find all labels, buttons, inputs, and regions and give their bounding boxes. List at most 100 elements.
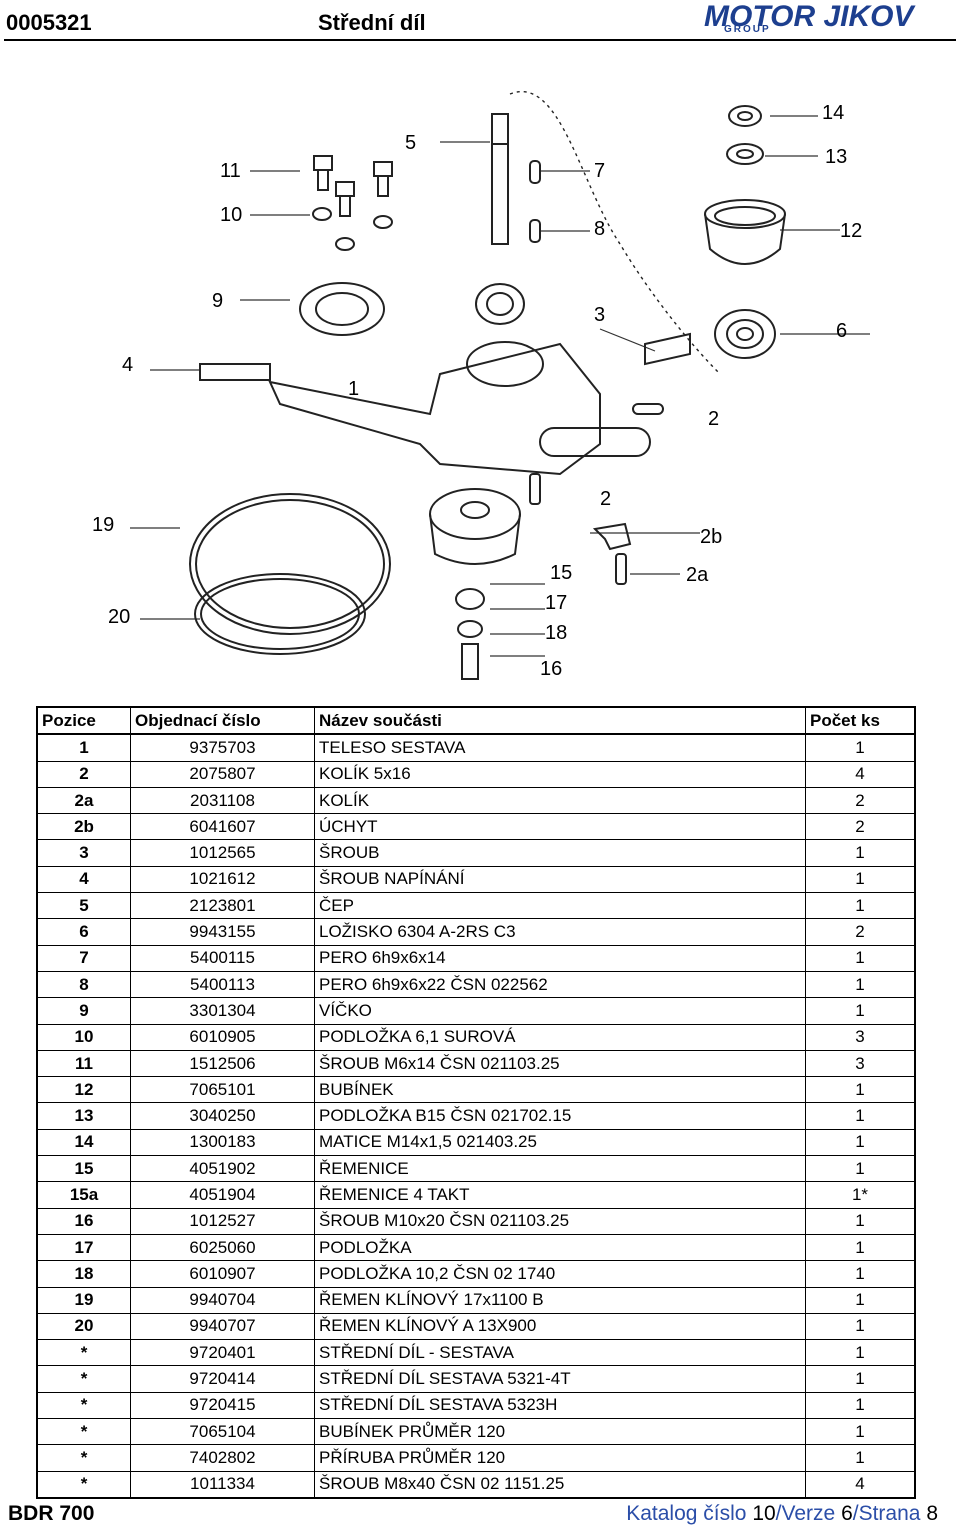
callout-15: 15	[550, 562, 573, 584]
cell-part-name: ŠROUB M6x14 ČSN 021103.25	[314, 1049, 806, 1078]
cell-quantity: 1	[805, 1076, 916, 1104]
cell-order-number: 1012527	[130, 1207, 315, 1235]
footer-strana-value: 8	[926, 1502, 938, 1525]
logo-group-text: GROUP	[724, 24, 771, 35]
cell-order-number: 3040250	[130, 1102, 315, 1130]
cell-quantity: 1	[805, 839, 916, 867]
cell-part-name: VÍČKO	[314, 997, 806, 1025]
callout-14: 14	[822, 102, 845, 124]
cell-order-number: 9940707	[130, 1312, 315, 1341]
cell-order-number: 4051902	[130, 1155, 315, 1183]
callout-18: 18	[545, 622, 568, 644]
cell-order-number: 1012565	[130, 839, 315, 867]
cell-position: 16	[36, 1207, 131, 1235]
cell-part-name: ŘEMEN KLÍNOVÝ 17x1100 B	[314, 1286, 806, 1314]
document-title: Střední díl	[318, 10, 426, 35]
footer-catalog-info: Katalog číslo 10/Verze 6/Strana 8	[626, 1502, 938, 1526]
footer-sep-2: /	[852, 1502, 859, 1525]
footer-verze-label: Verze	[781, 1502, 836, 1525]
cell-order-number: 5400113	[130, 970, 315, 999]
cell-quantity: 3	[805, 1049, 916, 1078]
cell-part-name: ŠROUB M10x20 ČSN 021103.25	[314, 1207, 806, 1235]
page-header: 0005321 Střední díl MOTOR JIKOV GROUP	[0, 0, 960, 42]
cell-order-number: 9940704	[130, 1286, 315, 1314]
cell-position: 6	[36, 918, 131, 946]
cell-part-name: MATICE M14x1,5 021403.25	[314, 1128, 806, 1157]
cell-position: 13	[36, 1102, 131, 1130]
cell-position: 15	[36, 1155, 131, 1183]
cell-position: 18	[36, 1260, 131, 1288]
cell-quantity: 1	[805, 865, 916, 894]
footer-katalog-value: 10	[752, 1502, 776, 1525]
exploded-parts-diagram: 14 11 5 7 13 10 8 12 9 3 6 4 1 2 19 2 2b…	[0, 44, 960, 704]
cell-order-number: 6041607	[130, 813, 315, 841]
leader-lines	[130, 115, 870, 657]
cell-part-name: ŠROUB	[314, 839, 806, 867]
cell-quantity: 1	[805, 1312, 916, 1341]
cell-order-number: 4051904	[130, 1181, 315, 1209]
cell-position: 4	[36, 865, 131, 894]
footer-sep-1: /	[775, 1502, 782, 1525]
cell-position: 2a	[36, 786, 131, 815]
cell-part-name: BUBÍNEK	[314, 1076, 806, 1104]
cell-quantity: 1	[805, 1155, 916, 1183]
cell-part-name: PODLOŽKA 10,2 ČSN 02 1740	[314, 1260, 806, 1288]
cell-order-number: 6025060	[130, 1233, 315, 1262]
callout-8: 8	[594, 218, 606, 240]
cell-quantity: 1	[805, 1391, 916, 1420]
cell-quantity: 3	[805, 1023, 916, 1051]
cell-position: 17	[36, 1233, 131, 1262]
cell-order-number: 1512506	[130, 1049, 315, 1078]
cell-order-number: 1021612	[130, 865, 315, 894]
cell-position: 1	[36, 733, 131, 762]
footer-verze-value: 6	[841, 1502, 853, 1525]
cell-part-name: STŘEDNÍ DÍL - SESTAVA	[314, 1339, 806, 1367]
motor-jikov-logo: MOTOR JIKOV GROUP	[704, 2, 913, 36]
cell-position: 19	[36, 1286, 131, 1314]
cell-position: *	[36, 1418, 131, 1446]
cell-quantity: 1	[805, 1286, 916, 1314]
cell-quantity: 1	[805, 970, 916, 999]
cell-part-name: ŘEMENICE	[314, 1155, 806, 1183]
cell-part-name: PODLOŽKA B15 ČSN 021702.15	[314, 1102, 806, 1130]
cell-position: 5	[36, 892, 131, 920]
footer-katalog-label: Katalog číslo	[626, 1502, 747, 1525]
cell-part-name: ŠROUB M8x40 ČSN 02 1151.25	[314, 1470, 806, 1499]
cell-position: 8	[36, 970, 131, 999]
cell-quantity: 1	[805, 1444, 916, 1472]
cell-quantity: 1	[805, 1418, 916, 1446]
callout-2-upper: 2	[708, 408, 720, 430]
cell-order-number: 5400115	[130, 944, 315, 972]
diagram-drawing	[130, 91, 870, 680]
col-header-position: Pozice	[36, 706, 131, 735]
callout-2b: 2b	[700, 526, 723, 548]
cell-order-number: 9375703	[130, 733, 315, 762]
table-header-row: Pozice Objednací číslo Název součásti Po…	[36, 706, 916, 735]
cell-position: 20	[36, 1312, 131, 1341]
cell-position: 2b	[36, 813, 131, 841]
cell-order-number: 7065104	[130, 1418, 315, 1446]
cell-part-name: ŠROUB NAPÍNÁNÍ	[314, 865, 806, 894]
cell-part-name: ŘEMENICE 4 TAKT	[314, 1181, 806, 1209]
callout-12: 12	[840, 220, 863, 242]
cell-order-number: 2031108	[130, 786, 315, 815]
cell-quantity: 4	[805, 760, 916, 788]
callout-19: 19	[92, 514, 115, 536]
cell-order-number: 9720401	[130, 1339, 315, 1367]
cell-quantity: 1	[805, 733, 916, 762]
